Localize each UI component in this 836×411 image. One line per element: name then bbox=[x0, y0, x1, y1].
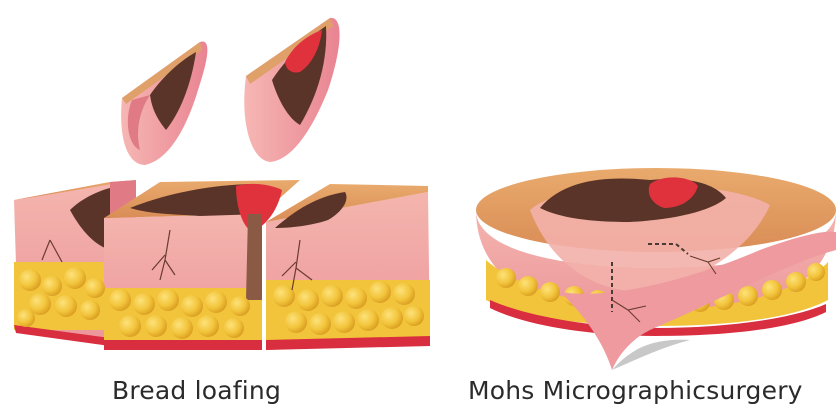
bread-loafing-diagram bbox=[14, 18, 430, 350]
tissue-slice-icon bbox=[121, 42, 207, 165]
tissue-slice-icon bbox=[244, 18, 339, 162]
bread-loafing-caption: Bread loafing bbox=[112, 376, 281, 405]
mohs-surgery-diagram bbox=[476, 168, 836, 370]
mohs-surgery-caption: Mohs Micrographicsurgery bbox=[468, 376, 803, 405]
